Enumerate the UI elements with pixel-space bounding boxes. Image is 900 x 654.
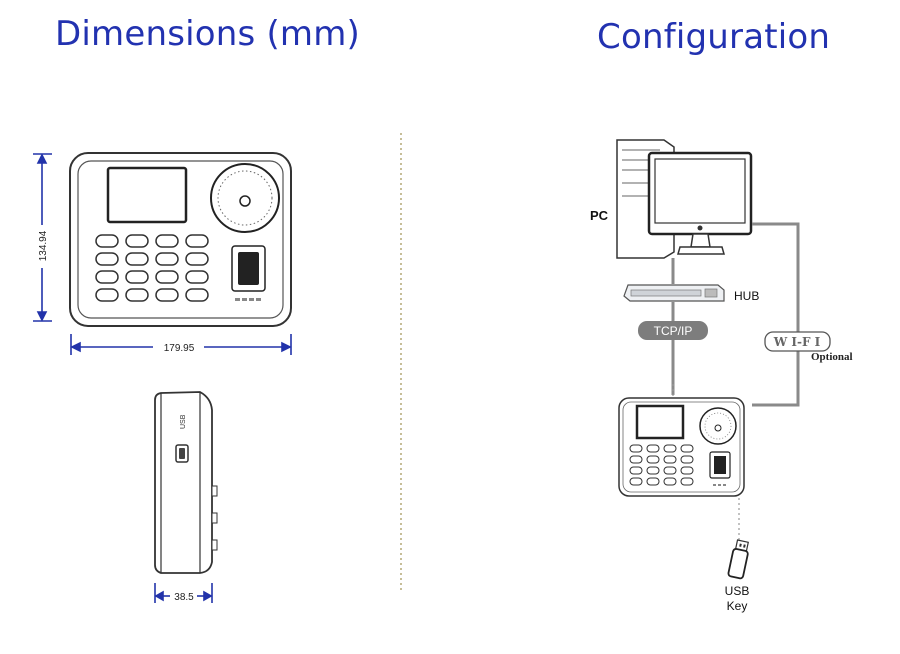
tcpip-badge	[638, 321, 708, 340]
config-device-icon	[618, 397, 745, 497]
width-dimension	[70, 334, 292, 355]
usb-key-icon	[727, 539, 749, 580]
height-dimension	[33, 153, 52, 322]
pc-monitor-icon	[647, 151, 753, 255]
depth-value: 38.5	[174, 592, 194, 603]
hub-label: HUB	[734, 289, 759, 303]
optional-label: Optional	[811, 351, 853, 363]
wifi-badge	[764, 331, 831, 352]
pc-label: PC	[590, 208, 609, 223]
tcpip-label: TCP/IP	[654, 324, 693, 338]
width-value: 179.95	[164, 343, 195, 354]
dimensions-title: Dimensions (mm)	[55, 14, 361, 54]
device-side-view: USB	[154, 391, 218, 574]
device-keypad	[95, 234, 209, 302]
connection-lines	[671, 222, 800, 407]
device-front-view	[69, 152, 292, 327]
hub-icon	[623, 284, 725, 302]
usb-label-line1: USB	[725, 584, 750, 598]
configuration-title: Configuration	[597, 17, 831, 57]
wifi-label: W I-F I	[773, 335, 821, 349]
height-value: 134.94	[38, 230, 49, 261]
device-screen	[106, 166, 188, 224]
depth-dimension	[154, 583, 213, 603]
usb-label-line2: Key	[727, 599, 748, 613]
svg-text:USB: USB	[180, 414, 187, 429]
